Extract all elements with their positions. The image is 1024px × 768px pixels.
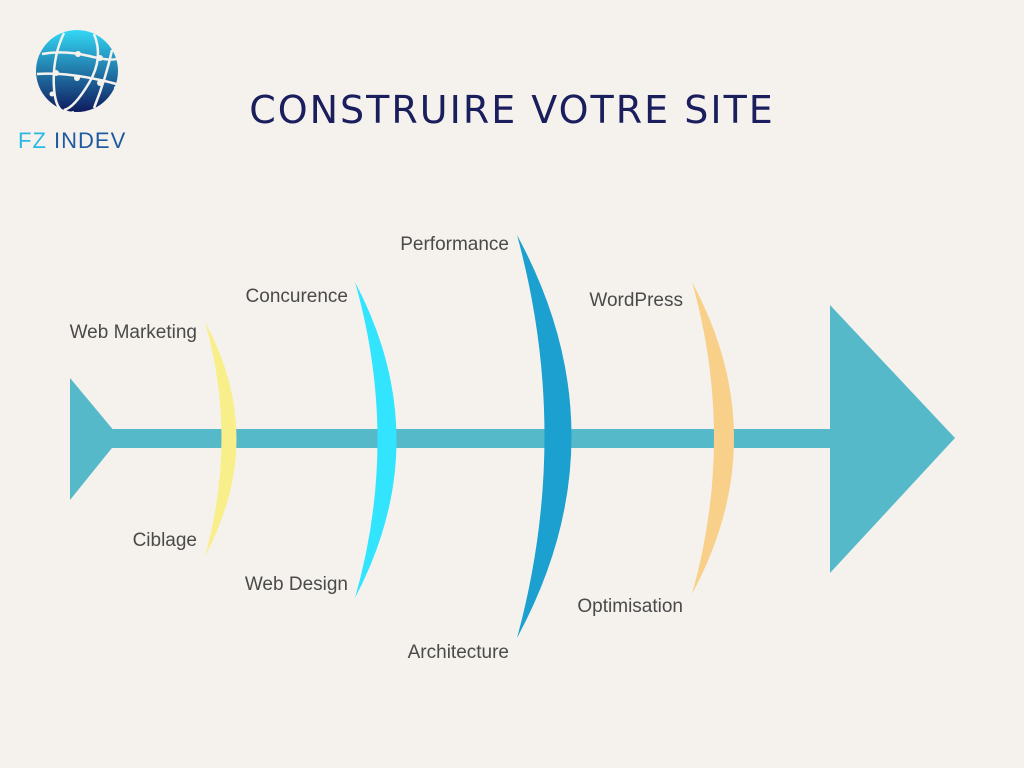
label-wordpress: WordPress bbox=[589, 290, 683, 311]
label-web-marketing: Web Marketing bbox=[69, 322, 197, 343]
spine bbox=[70, 429, 835, 448]
label-web-design: Web Design bbox=[244, 574, 348, 595]
bone-1 bbox=[205, 322, 237, 556]
logo-part2: INDEV bbox=[54, 128, 127, 153]
bone-4 bbox=[692, 282, 734, 594]
label-optimisation: Optimisation bbox=[577, 596, 683, 617]
bone-3 bbox=[517, 235, 572, 638]
bone-2 bbox=[355, 282, 397, 598]
label-ciblage: Ciblage bbox=[132, 530, 197, 551]
logo-globe-icon bbox=[36, 30, 120, 114]
label-architecture: Architecture bbox=[407, 642, 509, 663]
logo-text: FZ INDEV bbox=[18, 128, 126, 154]
page-title: CONSTRUIRE VOTRE SITE bbox=[249, 88, 775, 132]
head-arrow bbox=[830, 305, 955, 573]
label-concurence: Concurence bbox=[245, 286, 348, 307]
label-performance: Performance bbox=[400, 234, 509, 255]
tail-arrow bbox=[70, 378, 120, 500]
logo-part1: FZ bbox=[18, 128, 47, 153]
